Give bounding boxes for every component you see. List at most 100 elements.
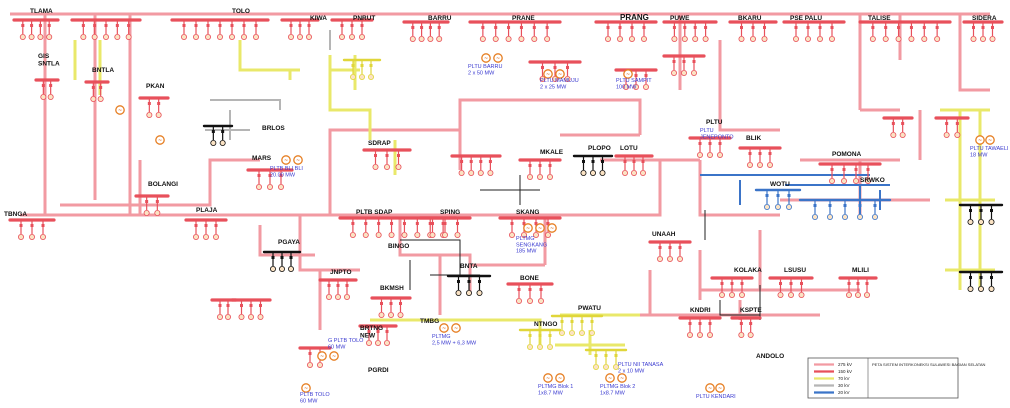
transformer-symbol — [228, 34, 235, 41]
transformer-symbol — [865, 177, 872, 184]
breaker-symbol — [428, 222, 432, 225]
transformer-symbol — [908, 36, 915, 43]
generator-icon — [301, 383, 311, 393]
transformer-symbol — [458, 169, 465, 176]
breaker-symbol — [47, 24, 51, 27]
breaker-symbol — [990, 209, 993, 212]
transformer-symbol — [580, 169, 587, 176]
legend-label: 30 kV — [838, 383, 850, 388]
breaker-symbol — [683, 26, 687, 29]
transformer-symbol — [476, 289, 483, 296]
transformer-symbol — [238, 313, 245, 320]
breaker-symbol — [377, 222, 381, 225]
transformer-symbol — [640, 169, 647, 176]
breaker-symbol — [230, 24, 234, 27]
breaker-symbol — [634, 74, 638, 77]
transformer-symbol — [589, 329, 596, 336]
transformer-symbol — [697, 331, 704, 338]
transformer-symbol — [687, 331, 694, 338]
breaker-symbol — [443, 222, 447, 225]
breaker-symbol — [614, 354, 618, 357]
transformer-symbol — [143, 209, 150, 216]
label-palu: PLTU — [706, 119, 723, 126]
transformer-symbol — [414, 231, 421, 238]
generator-glyph: ~ — [718, 386, 722, 392]
transformer-symbol — [757, 161, 764, 168]
breaker-symbol — [740, 282, 744, 285]
breaker-symbol — [945, 122, 949, 125]
breaker-symbol — [541, 66, 544, 69]
generator-icon — [329, 351, 339, 361]
breaker-symbol — [546, 222, 550, 225]
label-sping: SPING — [440, 209, 460, 216]
breaker-symbol — [351, 222, 355, 225]
label-pomona: POMONA — [832, 151, 862, 158]
breaker-symbol — [818, 26, 822, 29]
legend-label: 275 kV — [838, 362, 852, 367]
label-psepalu: PSE PALU — [790, 15, 822, 22]
transformer-symbol — [569, 329, 576, 336]
transformer-symbol — [623, 84, 630, 91]
transformer-symbol — [767, 161, 774, 168]
breaker-symbol — [758, 152, 762, 155]
breaker-symbol — [279, 174, 283, 177]
breaker-symbol — [350, 24, 354, 27]
breaker-symbol — [897, 26, 901, 29]
transformer-symbol — [667, 255, 674, 262]
breaker-symbol — [340, 24, 344, 27]
breaker-symbol — [570, 320, 574, 323]
breaker-symbol — [145, 200, 149, 203]
transformer-symbol — [671, 70, 678, 77]
transformer-symbol — [537, 343, 544, 350]
label-lasusua: LSUSU — [784, 267, 806, 274]
label-plta-sdap: PLTB SDAP — [356, 209, 393, 216]
breaker-symbol — [842, 168, 846, 171]
breaker-symbol — [194, 224, 198, 227]
transformer-symbol — [970, 36, 977, 43]
transformer-symbol — [397, 311, 404, 318]
legend-label: 70 kV — [838, 376, 850, 381]
generator-glyph: ~ — [550, 226, 554, 232]
breaker-symbol — [718, 142, 722, 145]
breaker-symbol — [553, 66, 557, 69]
breaker-symbol — [104, 24, 108, 27]
transformer-symbol — [538, 297, 545, 304]
transformer-symbol — [564, 76, 571, 83]
breaker-symbol — [955, 122, 959, 125]
generator-glyph: ~ — [526, 226, 530, 232]
transformer-symbol — [216, 34, 223, 41]
breaker-symbol — [374, 154, 377, 157]
transformer-symbol — [204, 34, 211, 41]
transformer-symbol — [91, 34, 98, 41]
transformer-symbol — [812, 213, 819, 220]
transformer-symbol — [738, 331, 745, 338]
breaker-symbol — [21, 24, 25, 27]
label-tbnga: TBNGA — [4, 211, 27, 218]
generator-glyph: ~ — [296, 158, 300, 164]
breaker-symbol — [730, 282, 734, 285]
transformer-symbol — [719, 291, 726, 298]
transformer-symbol — [429, 231, 436, 238]
breaker-symbol — [397, 154, 400, 157]
generator-glyph: ~ — [484, 56, 488, 62]
label-ntngo: NTNGO — [534, 321, 557, 328]
transformer-symbol — [17, 233, 24, 240]
transformer-symbol — [325, 293, 332, 300]
transformer-symbol — [103, 34, 110, 41]
transformer-symbol — [590, 169, 597, 176]
transformer-symbol — [240, 34, 247, 41]
label-puwe: PUWE — [670, 15, 690, 22]
generators: ~~~~~~~~~~~~~~~~~~~~~~~~~ — [115, 53, 995, 393]
breaker-symbol — [623, 160, 627, 163]
transformer-symbol — [531, 36, 538, 43]
breaker-symbol — [901, 122, 905, 125]
breaker-symbol — [441, 222, 445, 225]
line-70kv-talise — [940, 108, 995, 290]
breaker-symbol — [922, 26, 926, 29]
